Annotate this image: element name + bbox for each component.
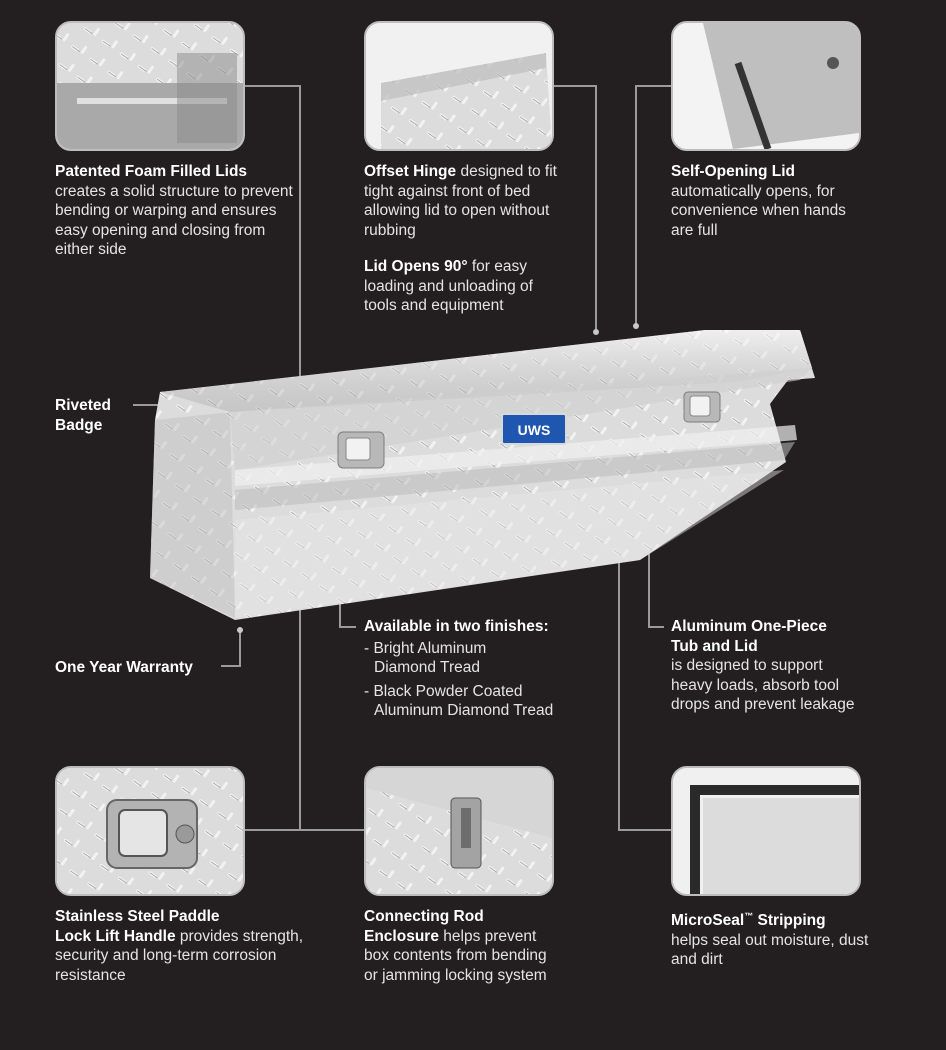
finish-option: - Bright Aluminum Diamond Tread [364,639,487,677]
offset-hinge-photo [364,21,554,151]
riveted-badge-text: Riveted Badge [55,397,111,434]
connecting-rod-text: Connecting Rod Enclosure helps prevent b… [364,908,547,984]
toolbox-image: UWS [150,330,815,620]
finishes-text: Available in two finishes: - Bright Alum… [364,617,594,721]
self-opening-text: Self-Opening Lid automatically opens, fo… [671,163,846,239]
finish-option: - Black Powder Coated Aluminum Diamond T… [364,682,554,720]
uws-badge: UWS [501,413,567,445]
warranty-text: One Year Warranty [55,659,193,676]
lid-opens-text: Lid Opens 90° for easy loading and unloa… [364,258,533,314]
microseal-text: MicroSeal™ Stripping helps seal out mois… [671,911,869,969]
foam-lids-photo [55,21,245,151]
microseal-photo [671,766,861,896]
one-piece-text: Aluminum One-Piece Tub and Lid is design… [671,618,855,713]
svg-text:UWS: UWS [518,422,551,438]
offset-hinge-text: Offset Hinge designed to fit tight again… [364,163,557,239]
connecting-rod-photo [364,766,554,896]
self-opening-lid-photo [671,21,861,151]
paddle-handle-photo [55,766,245,896]
paddle-handle-text: Stainless Steel Paddle Lock Lift Handle … [55,908,304,984]
latch-left-icon [337,431,385,469]
foam-lids-text: Patented Foam Filled Lids creates a soli… [55,163,293,258]
latch-right-icon [683,391,721,423]
